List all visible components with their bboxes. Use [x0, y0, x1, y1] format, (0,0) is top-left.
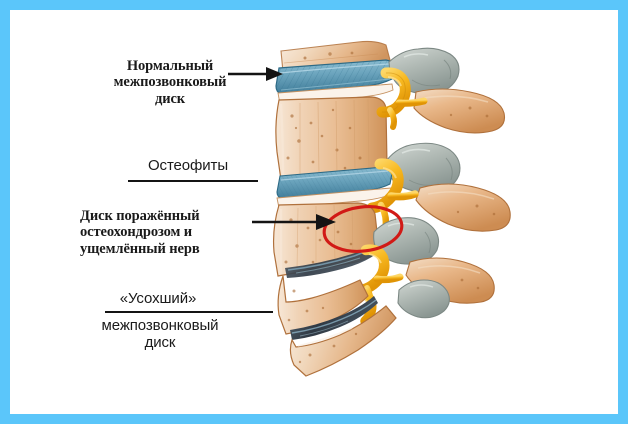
label-dried-disc-line2: межпозвонковый диск — [101, 317, 219, 351]
dried-intervertebral-disc — [290, 296, 378, 340]
vertebral-body-1 — [275, 96, 388, 181]
vertebral-body-3 — [277, 275, 369, 335]
label-dried-disc-line1: «Усохший» — [119, 290, 197, 307]
transverse-process-2 — [415, 183, 511, 232]
label-degenerated-disc: Диск поражённый остеохондрозом и ущемлён… — [80, 208, 200, 257]
label-normal-disc: Нормальный межпозвонковый диск — [113, 58, 227, 107]
osteophyte-facet-2 — [386, 142, 461, 193]
leader-arrow-normal-disc — [228, 67, 283, 81]
label-osteophytes: Остеофиты — [147, 157, 229, 174]
osteophyte-facet-4 — [397, 279, 450, 319]
leader-underline-osteophytes — [128, 180, 258, 183]
nerve-root-1 — [376, 67, 428, 130]
healthy-intervertebral-disc — [275, 59, 395, 95]
red-highlight-ellipse — [322, 205, 404, 253]
leader-arrow-degenerated-disc — [252, 214, 336, 230]
leader-underline-dried-disc — [105, 311, 273, 314]
transverse-process-1 — [413, 88, 506, 134]
vertebral-body-4 — [289, 305, 397, 377]
